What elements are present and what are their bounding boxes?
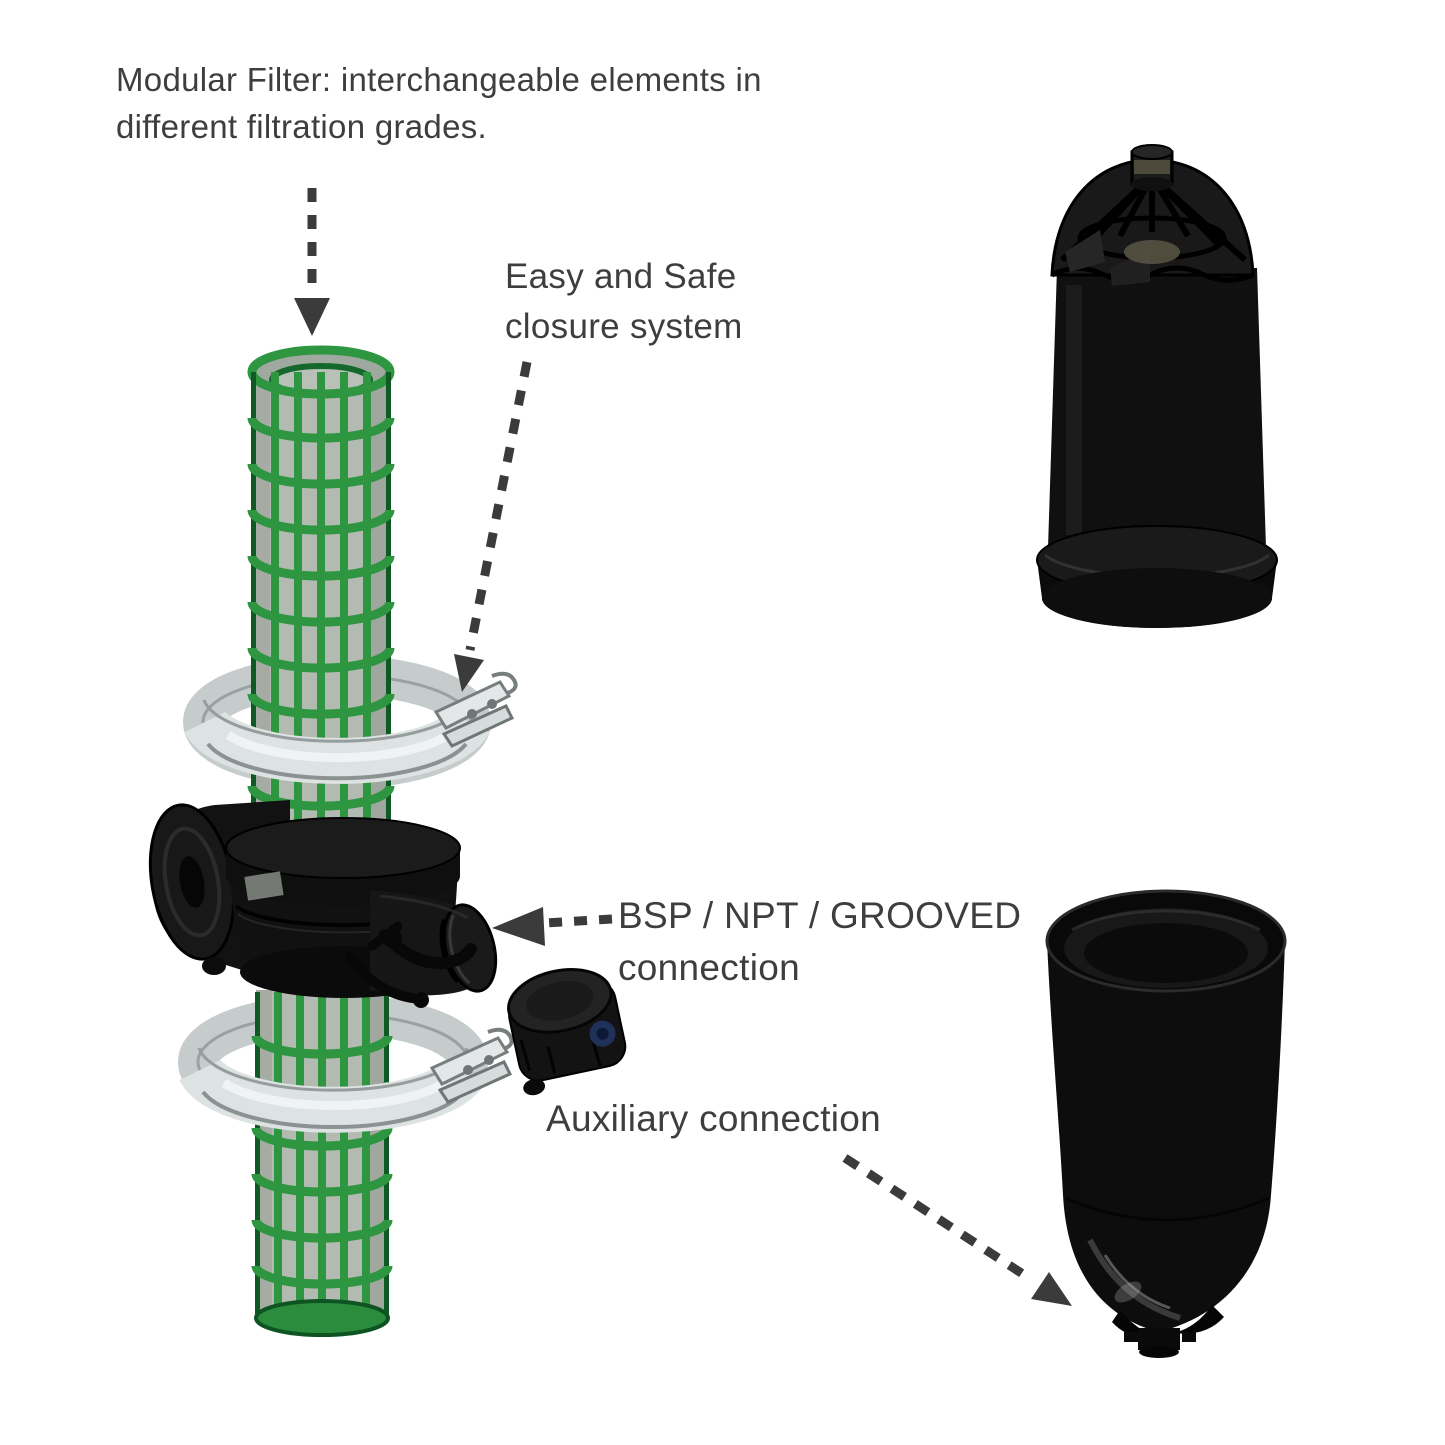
modular-filter-arrow-icon <box>294 188 330 336</box>
filter-cartridge <box>1036 144 1278 628</box>
drain-handles <box>345 921 477 1008</box>
housing-bowl <box>1045 889 1287 1358</box>
label-auxiliary-connection: Auxiliary connection <box>546 1094 881 1144</box>
auxiliary-connection-arrow-icon <box>842 1154 1072 1306</box>
label-modular-filter-line2: different filtration grades. <box>116 108 487 145</box>
label-bsp-connection-line2: connection <box>618 947 800 988</box>
filter-element-lower <box>251 990 393 1337</box>
housing-manifold <box>148 800 498 1008</box>
bsp-connection-arrow-icon <box>492 907 613 946</box>
closure-system-arrow-icon <box>454 361 532 692</box>
bowl-bottom-port <box>1124 1328 1196 1358</box>
label-modular-filter-line1: Modular Filter: interchangeable elements… <box>116 61 762 98</box>
label-auxiliary-connection-line1: Auxiliary connection <box>546 1098 882 1139</box>
label-modular-filter: Modular Filter: interchangeable elements… <box>116 56 762 150</box>
auxiliary-plug <box>507 968 627 1096</box>
label-closure-system-line2: closure system <box>505 307 743 346</box>
label-closure-system: Easy and Safe closure system <box>505 252 743 352</box>
top-clamp-latch <box>433 671 518 748</box>
callout-arrows <box>294 188 1072 1306</box>
label-closure-system-line1: Easy and Safe <box>505 257 737 296</box>
top-clamp <box>184 671 518 784</box>
bottom-clamp <box>179 1027 514 1133</box>
label-bsp-connection-line1: BSP / NPT / GROOVED <box>618 895 1022 936</box>
label-bsp-connection: BSP / NPT / GROOVED connection <box>618 890 1021 994</box>
bottom-clamp-latch <box>429 1027 514 1104</box>
